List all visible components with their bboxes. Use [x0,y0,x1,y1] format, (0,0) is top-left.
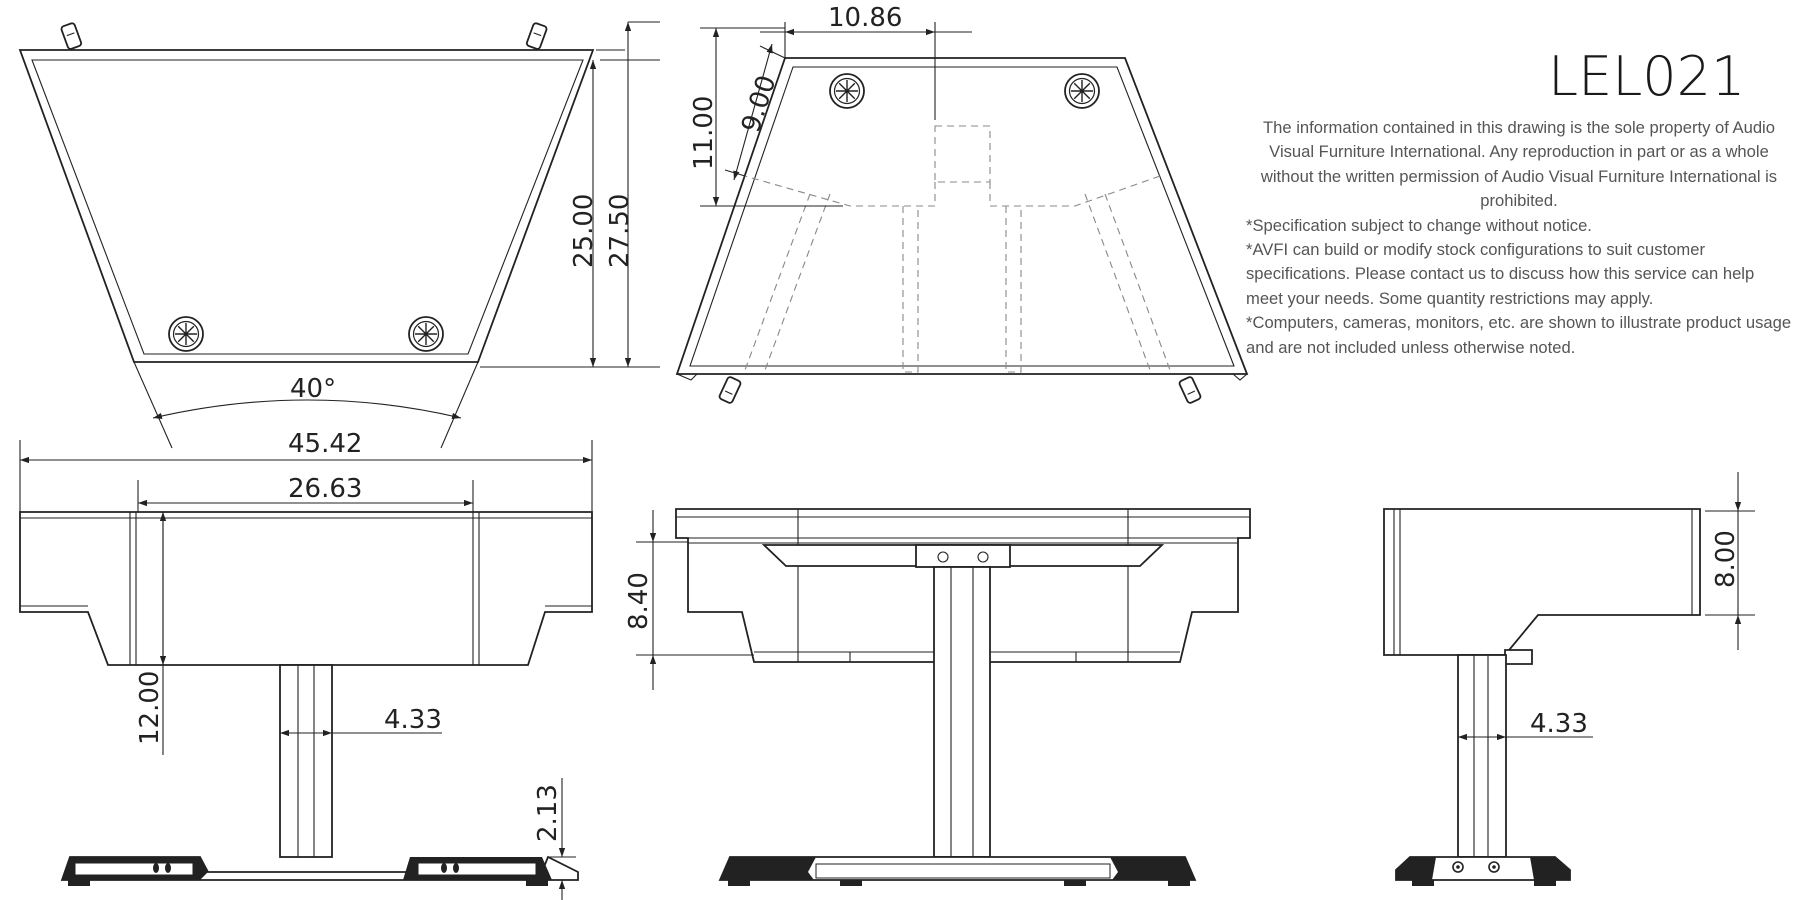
grommet-icon [168,316,204,352]
dim-front-height: 12.00 [135,671,165,745]
dim-column-width-front: 4.33 [384,705,442,735]
dim-center-width: 26.63 [288,474,362,504]
top-view: 25.00 27.50 40° [18,21,660,449]
grommet-icon [829,73,865,109]
specification-notice: *Specification subject to change without… [1246,215,1592,235]
dim-top-depth-overall: 27.50 [605,194,635,268]
custom-configuration-notice: *AVFI can build or modify stock configur… [1246,240,1755,308]
dim-side-height: 8.40 [624,572,654,630]
dim-wing-width: 10.86 [828,3,902,33]
dim-foot-height: 2.13 [533,784,563,842]
dim-wing-depth: 11.00 [689,96,719,170]
side-view: 8.00 4.33 [1383,472,1755,886]
property-notice: The information contained in this drawin… [1260,118,1778,211]
dim-top-depth-inner: 25.00 [569,194,599,268]
equipment-notice: *Computers, cameras, monitors, etc. are … [1246,313,1792,357]
dim-right-height: 8.00 [1711,530,1741,588]
front-view: 45.42 26.63 12.00 4.33 2.13 [19,429,593,900]
wing-top-view: 10.86 11.00 9.00 [675,3,1249,404]
drawing-title: LEL021 [1548,45,1745,108]
dim-angle: 40° [290,374,336,404]
dim-overall-width: 45.42 [288,429,362,459]
dim-column-width-right: 4.33 [1530,709,1588,739]
rear-view: 8.40 [624,508,1251,886]
grommet-icon [1064,73,1100,109]
legal-notice: The information contained in this drawin… [1246,116,1792,360]
grommet-icon [408,316,444,352]
dim-wing-diagonal: 9.00 [736,72,782,136]
